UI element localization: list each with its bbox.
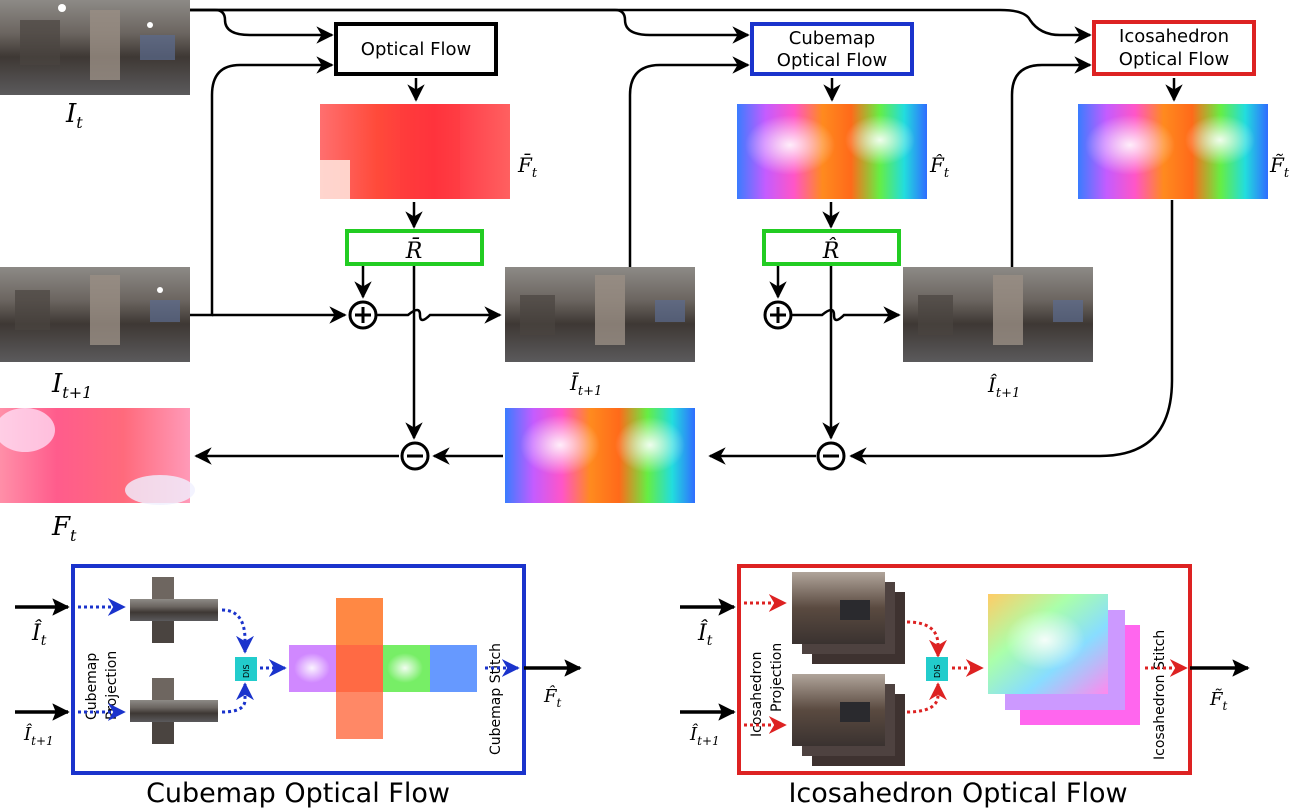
- image-It1: [0, 267, 190, 362]
- optical-flow-box: [334, 22, 498, 76]
- cubemap-caption: Cubemap Optical Flow: [146, 778, 450, 809]
- cubemap-dotted-arrow-3: [221, 608, 254, 654]
- icosahedron-flow-stack: [988, 594, 1140, 725]
- cubemap-face-bottom: [130, 678, 218, 744]
- cubemap-output: F̂t: [543, 685, 562, 710]
- plus-operator-2: [763, 300, 793, 330]
- icosahedron-dotted-arrow-3: [906, 620, 947, 658]
- icosahedron-flow-label-2: Optical Flow: [1119, 49, 1229, 70]
- icosahedron-stitch-label: Icosahedron Stitch: [1152, 630, 1168, 760]
- cubemap-flow-label-1: Cubemap: [789, 28, 875, 49]
- image-It: [0, 0, 190, 95]
- label-Ihat: Ît+1: [987, 373, 1020, 401]
- label-It1: It+1: [51, 369, 92, 402]
- label-flow-tilde: F̃t: [1269, 153, 1290, 181]
- minus-operator-1: [400, 441, 430, 471]
- plus-operator-1: [348, 300, 378, 330]
- label-It: It: [65, 99, 83, 132]
- label-Ibar: Īt+1: [569, 371, 602, 399]
- label-flow-final: Ft: [51, 512, 77, 545]
- icosahedron-output: F̃t: [1209, 688, 1228, 713]
- cubemap-flow-label-2: Optical Flow: [777, 50, 887, 71]
- flow-image-tilde: [1078, 104, 1268, 199]
- rotation-hat-box: [762, 229, 901, 266]
- icosahedron-flow-box: [1092, 20, 1256, 76]
- icosahedron-flow-label-1: Icosahedron: [1119, 26, 1229, 47]
- cubemap-flow-cross: [289, 598, 477, 739]
- cubemap-dis-label: DIS: [242, 664, 251, 678]
- cubemap-dotted-arrow-4: [221, 682, 254, 714]
- image-Ibar: [505, 267, 695, 362]
- rotation-hat-label: R̂: [822, 238, 840, 264]
- rotation-bar-label: R̄: [405, 237, 423, 264]
- icosahedron-input-bottom: Ît+1: [689, 722, 720, 748]
- cubemap-stitch-label: Cubemap Stitch: [488, 643, 504, 755]
- optical-flow-label: Optical Flow: [361, 39, 471, 60]
- icosahedron-projection-line2: Projection: [769, 643, 785, 712]
- label-flow-hat: F̂t: [929, 153, 950, 181]
- icosahedron-dis-box: [926, 657, 948, 681]
- cubemap-projection-line2: Projection: [104, 651, 120, 720]
- cubemap-input-top: Ît: [31, 619, 47, 649]
- icosahedron-projection-line1: Icosahedron: [749, 651, 765, 737]
- cubemap-flow-box: [750, 22, 914, 76]
- label-flow-bar: F̄t: [517, 152, 538, 181]
- cubemap-projection-line1: Cubemap: [84, 653, 100, 720]
- cubemap-dis-box: [235, 657, 257, 681]
- cubemap-face-top: [130, 577, 218, 643]
- flow-image-final: [0, 408, 195, 505]
- icosahedron-faces-bottom: [792, 674, 905, 766]
- image-Ihat: [903, 267, 1093, 362]
- arrows-main: [190, 8, 1183, 465]
- icosahedron-dotted-arrow-4: [906, 682, 947, 714]
- flow-image-hat: [737, 104, 927, 199]
- flow-image-diff: [505, 408, 695, 503]
- cubemap-input-bottom: Ît+1: [23, 722, 54, 748]
- icosahedron-dis-label: DIS: [933, 664, 942, 678]
- flow-image-bar: [320, 104, 510, 199]
- minus-operator-2: [816, 441, 846, 471]
- rotation-bar-box: [345, 229, 484, 266]
- icosahedron-faces-top: [792, 572, 905, 664]
- icosahedron-caption: Icosahedron Optical Flow: [788, 778, 1127, 809]
- icosahedron-input-top: Ît: [697, 619, 713, 649]
